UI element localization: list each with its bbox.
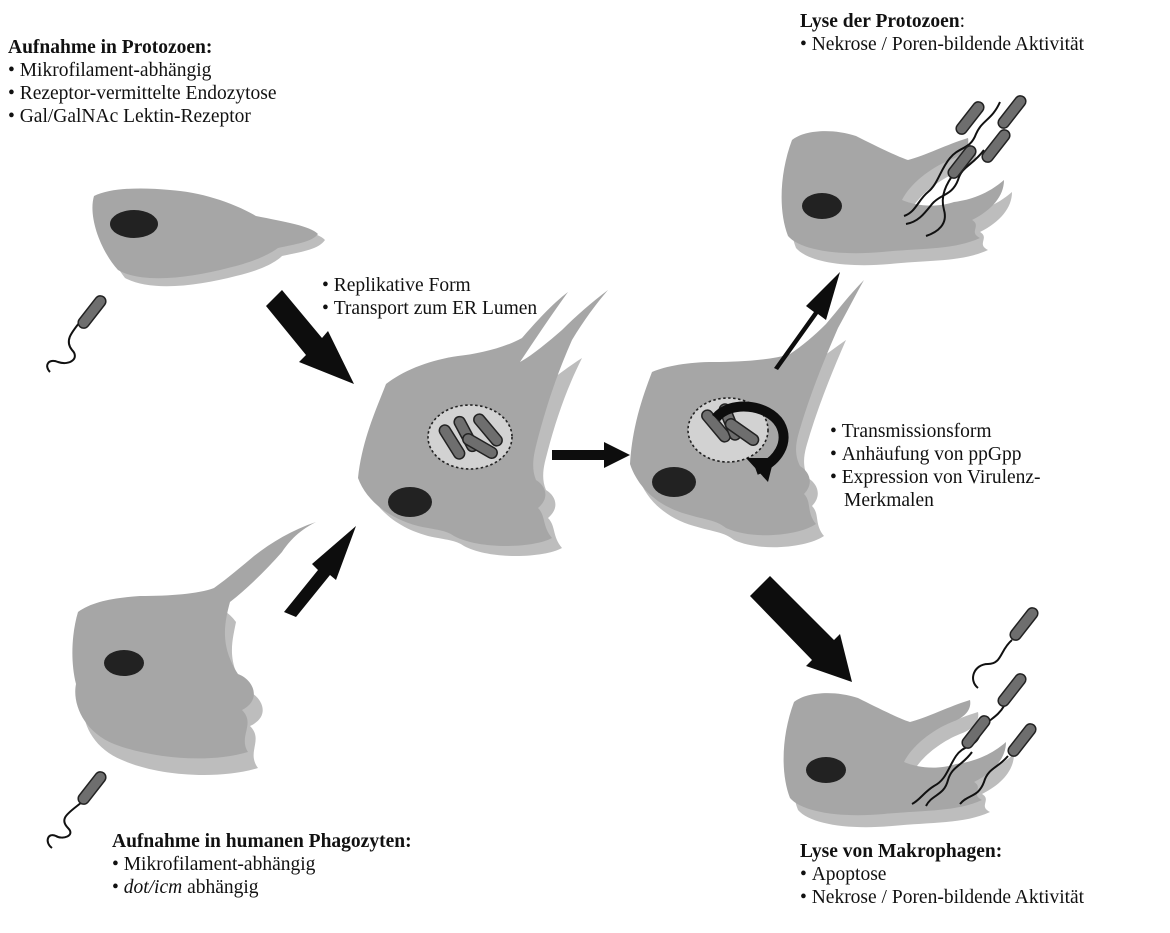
lysed-macrophage-cell-bottom-right (784, 693, 1014, 827)
arrow-uptake-phagocytes (284, 526, 356, 617)
lysis-macrophages-heading: Lyse von Makrophagen: (800, 840, 1084, 863)
dot-icm-italic: dot/icm (124, 877, 183, 898)
nucleus-icon (652, 467, 696, 497)
lysis-protozoa-item: Nekrose / Poren-bildende Aktivität (800, 33, 1084, 56)
arrow-lysis-macrophage (750, 576, 852, 682)
nucleus-icon (104, 650, 144, 676)
arrow-to-transmission (552, 442, 630, 468)
lysed-protozoan-cell-top-right (782, 131, 1012, 265)
uptake-protozoa-block: Aufnahme in Protozoen: Mikrofilament-abh… (8, 36, 277, 128)
phagocyte-cell-bottom-left (72, 522, 316, 775)
nucleus-icon (806, 757, 846, 783)
lysis-protozoa-heading-suffix: : (960, 11, 965, 32)
lysis-macrophages-item: Apoptose (800, 863, 1084, 886)
transmission-item: Expression von Virulenz- (830, 466, 1041, 489)
transmission-item: Anhäufung von ppGpp (830, 443, 1041, 466)
lysis-protozoa-heading: Lyse der Protozoen (800, 11, 960, 32)
transmission-item-continuation: Merkmalen (830, 489, 1041, 512)
bacterium-icon (48, 770, 108, 848)
uptake-phagocytes-item: Mikrofilament-abhängig (112, 853, 412, 876)
uptake-phagocytes-block: Aufnahme in humanen Phagozyten: Mikrofil… (112, 830, 412, 899)
lysis-macrophages-block: Lyse von Makrophagen: Apoptose Nekrose /… (800, 840, 1084, 909)
nucleus-icon (388, 487, 432, 517)
lysis-protozoa-block: Lyse der Protozoen: Nekrose / Poren-bild… (800, 10, 1084, 56)
lysis-macrophages-item: Nekrose / Poren-bildende Aktivität (800, 886, 1084, 909)
uptake-phagocytes-heading: Aufnahme in humanen Phagozyten: (112, 830, 412, 853)
uptake-protozoa-item: Mikrofilament-abhängig (8, 59, 277, 82)
uptake-protozoa-item: Gal/GalNAc Lektin-Rezeptor (8, 105, 277, 128)
uptake-phagocytes-item: dot/icm abhängig (112, 876, 412, 899)
uptake-protozoa-heading: Aufnahme in Protozoen: (8, 36, 277, 59)
dot-icm-rest: abhängig (182, 877, 258, 898)
infected-cell-center-right (630, 280, 864, 547)
transmission-item: Transmissionsform (830, 420, 1041, 443)
nucleus-icon (110, 210, 158, 238)
transmission-block: Transmissionsform Anhäufung von ppGpp Ex… (830, 420, 1041, 512)
protozoan-cell-top-left (92, 188, 325, 286)
infected-cell-center (358, 290, 608, 556)
uptake-protozoa-item: Rezeptor-vermittelte Endozytose (8, 82, 277, 105)
bacterium-icon (47, 294, 108, 372)
replicative-item: Replikative Form (322, 274, 537, 297)
replicative-item: Transport zum ER Lumen (322, 297, 537, 320)
replicative-block: Replikative Form Transport zum ER Lumen (322, 274, 537, 320)
nucleus-icon (802, 193, 842, 219)
